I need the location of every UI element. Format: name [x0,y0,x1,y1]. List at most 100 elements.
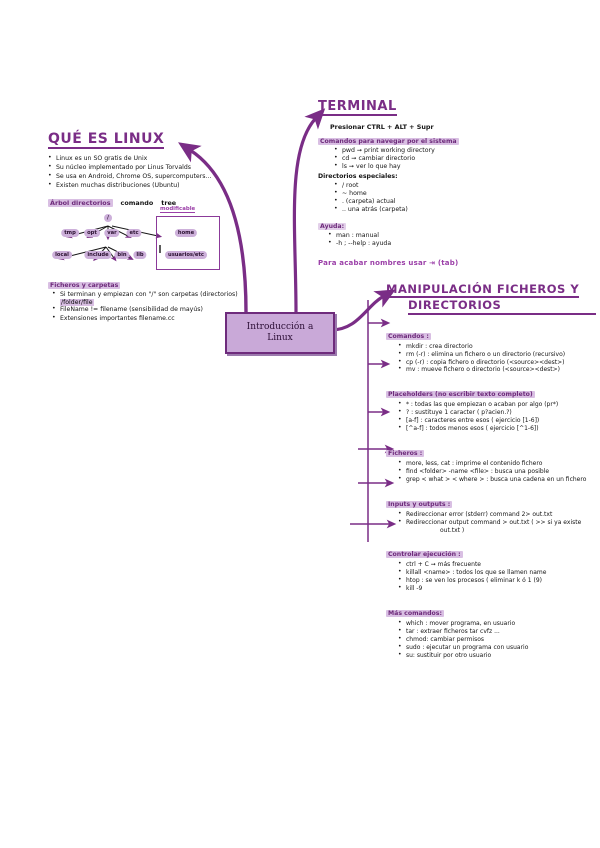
group-inputs-outputs-heading: Inputs y outputs : [386,500,453,508]
list-item: man : manual [328,231,518,240]
arrow-to-manipulacion [329,289,396,332]
list-item: ~ home [334,189,518,198]
list-item: Extensiones importantes filename.cc [52,314,238,324]
arbol-directorios-heading: Árbol directorios comando tree [48,198,248,207]
group-comandos: Comandos : mkdir : crea directorio rm (-… [386,323,596,375]
list-item: tar : extraer ficheros tar cvfz ... [398,627,596,636]
arbol-command-label: comando [120,198,154,207]
list-item: [a-f] : caracteres entre esos ( ejercici… [398,416,596,425]
list-item: ls ➞ ver lo que hay [334,162,518,171]
group-mas-comandos: Más comandos: which : mover programa, en… [386,600,596,660]
group-controlar-ejecucion-list: ctrl + C ➞ más frecuente killall <name> … [398,560,596,593]
tree-node-root: / [104,213,112,222]
group-ficheros: Ficheros : more, less, cat : imprime el … [386,440,596,484]
tree-node-usuarios: usuarios/etc [165,250,207,259]
central-node-line1: Introducción a [246,321,314,332]
terminal-especiales-group: Directorios especiales: / root ~ home . … [318,173,518,214]
terminal-footer-note: Para acabar nombres usar ⇥ (tab) [318,259,459,268]
arbol-label: Árbol directorios [48,198,113,207]
terminal-nav-heading: Comandos para navegar por el sistema [318,137,459,145]
section-manipulacion: MANIPULACIÓN FICHEROS Y DIRECTORIOS Coma… [386,282,596,667]
terminal-ayuda-group: Ayuda: man : manual -h ; --help : ayuda [318,223,518,248]
directory-tree: modificable / tmp opt var etc local incl… [48,206,228,272]
list-item: more, less, cat : imprime el contenido f… [398,459,596,468]
manipulacion-title: MANIPULACIÓN FICHEROS Y DIRECTORIOS [386,282,596,315]
list-item: / root [334,181,518,190]
group-comandos-heading: Comandos : [386,332,431,340]
tree-node-home: home [174,228,198,237]
list-item: Su núcleo implementado por Linus Torvald… [48,163,220,173]
list-item: mkdir : crea directorio [398,342,596,351]
list-item: cd ➞ cambiar directorio [334,154,518,163]
tree-node-etc: etc [126,228,142,237]
list-item: which : mover programa, en usuario [398,619,596,628]
central-node[interactable]: Introducción a Linux [225,312,335,354]
manipulacion-groups: Comandos : mkdir : crea directorio rm (-… [386,323,596,660]
group-placeholders-list: * : todas las que empiezan o acaban por … [398,400,596,433]
list-item: Existen muchas distribuciones (Ubuntu) [48,181,220,191]
list-item: mv : mueve fichero o directorio (<source… [398,365,596,374]
list-item: find <folder> -name <file> : busca una p… [398,467,596,476]
list-item: Linux es un SO gratis de Unix [48,154,220,164]
terminal-title: TERMINAL [318,100,518,116]
tree-node-opt: opt [84,228,100,237]
ficheros-y-carpetas: Ficheros y carpetas Si terminan y empiez… [48,281,238,324]
que-es-linux-title-text: QUÉ ES LINUX [48,131,165,149]
list-item: Se usa en Android, Chrome OS, supercompu… [48,172,220,182]
modificable-label: modificable [160,205,196,213]
tree-node-tmp: tmp [61,228,79,237]
list-item: pwd ➞ print working directory [334,146,518,155]
que-es-linux-title: QUÉ ES LINUX [48,132,248,149]
arbol-command: tree [161,198,177,207]
ficheros-heading: Ficheros y carpetas [48,281,121,289]
central-node-label: Introducción a Linux [247,322,314,345]
list-item: FileName != filename (sensibilidad de ma… [52,305,238,315]
list-item: . (carpeta) actual [334,197,518,206]
list-item: .. una atrás (carpeta) [334,205,518,214]
ficheros-list: Si terminan y empiezan con "/" son carpe… [52,290,238,300]
list-item: grep < what > < where > : busca una cade… [398,475,596,484]
group-ficheros-list: more, less, cat : imprime el contenido f… [398,459,596,484]
group-mas-comandos-list: which : mover programa, en usuario tar :… [398,619,596,660]
list-item: * : todas las que empiezan o acaban por … [398,400,596,409]
list-item: su: sustituir por otro usuario [398,651,596,660]
tree-node-local: local [52,250,72,259]
que-es-linux-bullets: Linux es un SO gratis de Unix Su núcleo … [48,154,220,191]
path-example: /folder/file [60,299,94,307]
tree-node-bin: bin [114,250,130,259]
modificable-box [156,215,220,270]
tree-node-lib: lib [133,250,147,259]
list-item: chmod: cambiar permisos [398,635,596,644]
terminal-especiales-heading: Directorios especiales: [318,172,398,180]
tree-node-include: include [84,250,112,259]
terminal-nav-list: pwd ➞ print working directory cd ➞ cambi… [334,146,518,171]
group-mas-comandos-heading: Más comandos: [386,610,444,618]
list-item: killall <name> : todos los que se llamen… [398,568,596,577]
list-item: -h ; --help : ayuda [328,239,518,248]
group-inputs-outputs-list: Redireccionar error (stderr) command 2> … [398,510,596,527]
list-item: cp (-r) : copia fichero o directorio (<s… [398,358,596,367]
section-terminal: TERMINAL Presionar CTRL + ALT + Supr Com… [318,100,518,267]
list-item: sudo : ejecutar un programa con usuario [398,643,596,652]
list-item: kill -9 [398,584,596,593]
group-controlar-ejecucion-heading: Controlar ejecución : [386,551,463,559]
terminal-ayuda-heading: Ayuda: [318,223,347,231]
tree-node-var: var [104,228,120,237]
section-que-es-linux: QUÉ ES LINUX Linux es un SO gratis de Un… [48,132,248,324]
terminal-title-text: TERMINAL [318,99,397,116]
ficheros-list-2: FileName != filename (sensibilidad de ma… [52,305,238,324]
arrow-to-terminal [292,108,326,314]
list-item: [^a-f] : todos menos esos ( ejercicio [^… [398,424,596,433]
terminal-nav-group: Comandos para navegar por el sistema pwd… [318,137,518,171]
group-placeholders-heading: Placeholders (no escribir texto completo… [386,391,535,399]
list-item: htop : se ven los procesos ( eliminar k … [398,576,596,585]
list-item: ctrl + C ➞ más frecuente [398,560,596,569]
list-item: Redireccionar output command > out.txt (… [398,518,596,527]
manipulacion-title-line2: DIRECTORIOS [408,298,596,315]
group-placeholders: Placeholders (no escribir texto completo… [386,381,596,433]
manipulacion-title-line1: MANIPULACIÓN FICHEROS Y [386,282,580,299]
group-inputs-outputs-continuation: out.txt ) [440,526,465,534]
group-ficheros-heading: Ficheros : [386,450,425,457]
list-item: rm (-r) : elimina un fichero o un direct… [398,350,596,359]
terminal-shortcut: Presionar CTRL + ALT + Supr [330,122,434,131]
